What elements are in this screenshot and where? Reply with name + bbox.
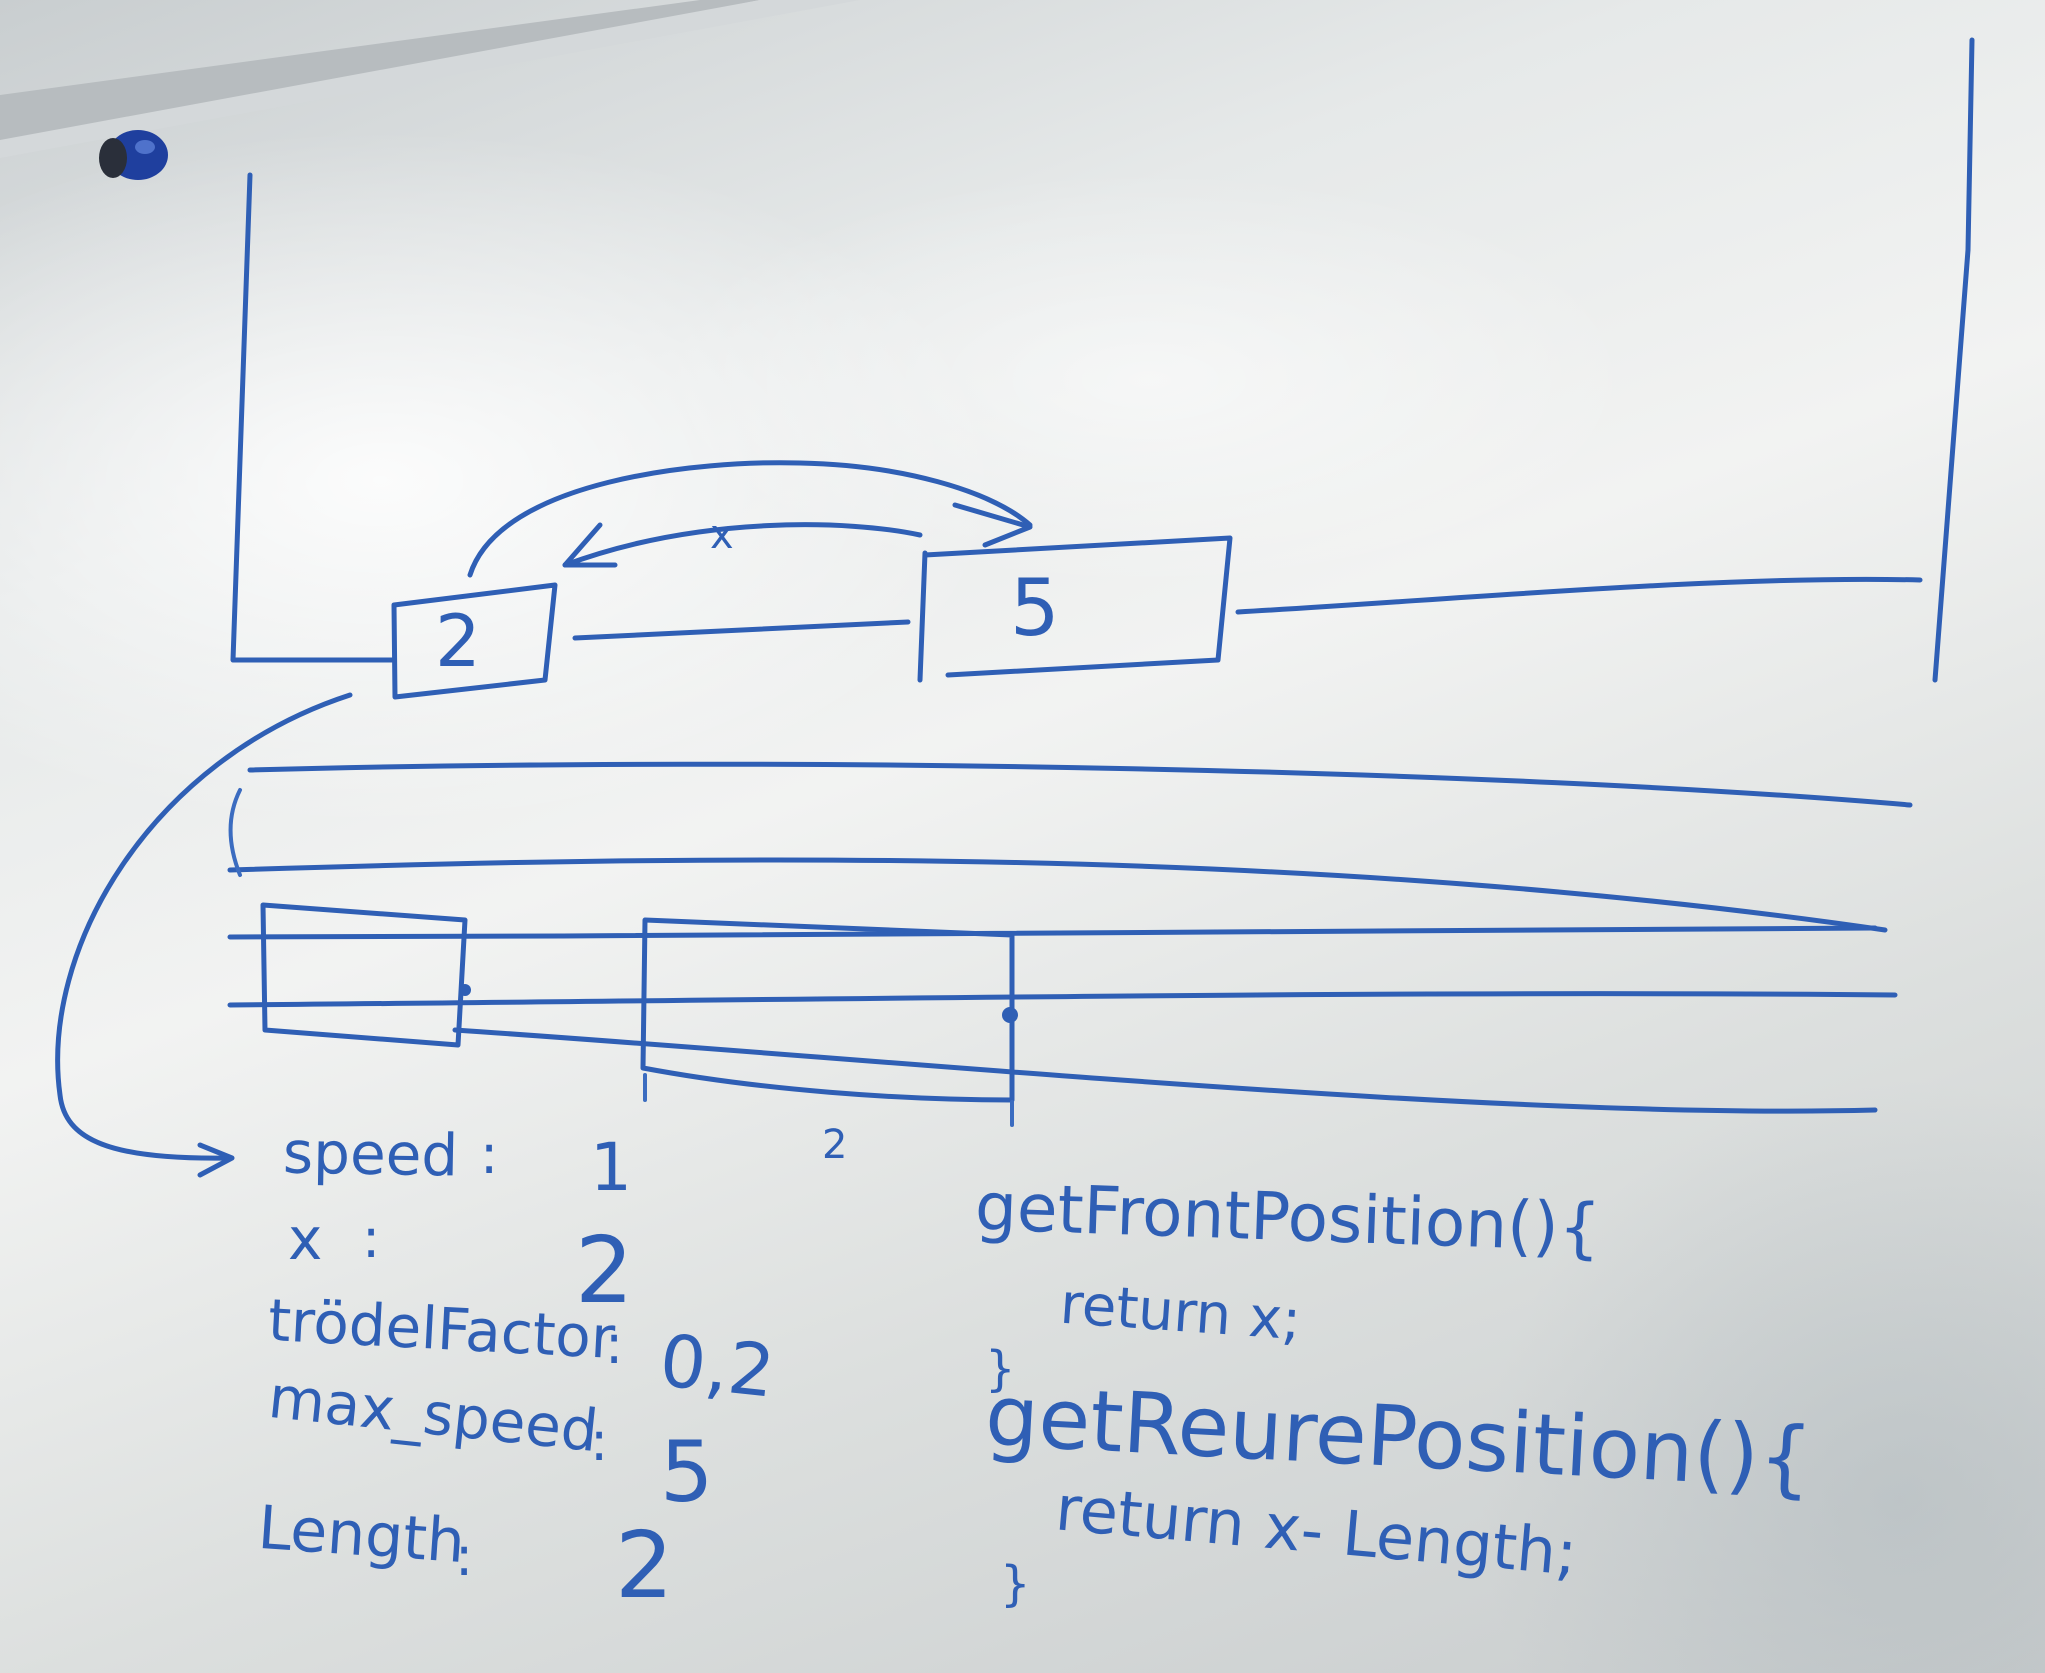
road-outline-right bbox=[1932, 37, 1975, 683]
car-box-right bbox=[922, 535, 1233, 678]
magnet-icon bbox=[99, 130, 168, 180]
property-value: 1 bbox=[590, 1129, 632, 1206]
road-segment-middle bbox=[572, 619, 911, 641]
lower-car-small-dot bbox=[459, 984, 471, 996]
property-name: x bbox=[288, 1205, 323, 1273]
car-right-value: 5 bbox=[1010, 564, 1060, 654]
lower-car-large bbox=[640, 917, 1015, 1103]
property-sep: : bbox=[480, 1123, 499, 1186]
lane-line-2 bbox=[227, 857, 1888, 933]
property-value: 5 bbox=[660, 1423, 714, 1521]
property-sep: : bbox=[590, 1410, 609, 1473]
gap-label: x bbox=[710, 512, 734, 558]
pointer-arrowhead bbox=[197, 1142, 235, 1178]
lane-line-1 bbox=[247, 761, 1913, 808]
property-value: 2 bbox=[575, 1217, 634, 1324]
property-name: Length bbox=[255, 1492, 468, 1578]
gap-arrow bbox=[562, 522, 923, 568]
jump-arc-arrowhead bbox=[952, 502, 1033, 548]
road-outline-left bbox=[230, 172, 395, 663]
property-value: 2 bbox=[615, 1512, 674, 1619]
gap-arrowhead bbox=[562, 522, 618, 568]
property-sep: : bbox=[605, 1313, 624, 1376]
whiteboard-frame-edge bbox=[0, 0, 860, 158]
lane-line-3 bbox=[227, 925, 1878, 940]
lane-line-5 bbox=[452, 1027, 1878, 1114]
code-line: return x; bbox=[1058, 1271, 1304, 1354]
road-upper-line bbox=[1235, 576, 1923, 615]
property-sep: : bbox=[362, 1207, 381, 1270]
property-name: trödelFactor bbox=[266, 1285, 617, 1373]
code-line: } bbox=[985, 1341, 1016, 1397]
property-sep: : bbox=[455, 1525, 474, 1588]
tick-label: 2 bbox=[822, 1122, 848, 1168]
car-box-left bbox=[391, 582, 558, 700]
property-name: speed bbox=[282, 1118, 459, 1190]
jump-arc-arrow bbox=[467, 460, 1033, 578]
property-value: 0,2 bbox=[655, 1318, 779, 1414]
car-left-value: 2 bbox=[435, 599, 481, 683]
lane-line-4 bbox=[227, 991, 1898, 1008]
pointer-arrow bbox=[55, 692, 353, 1161]
smudge bbox=[228, 788, 242, 877]
lower-car-large-dot bbox=[1002, 1007, 1018, 1023]
car-box-right-divider bbox=[917, 550, 928, 683]
lower-car-small bbox=[260, 902, 468, 1048]
code-line: } bbox=[1000, 1556, 1031, 1612]
